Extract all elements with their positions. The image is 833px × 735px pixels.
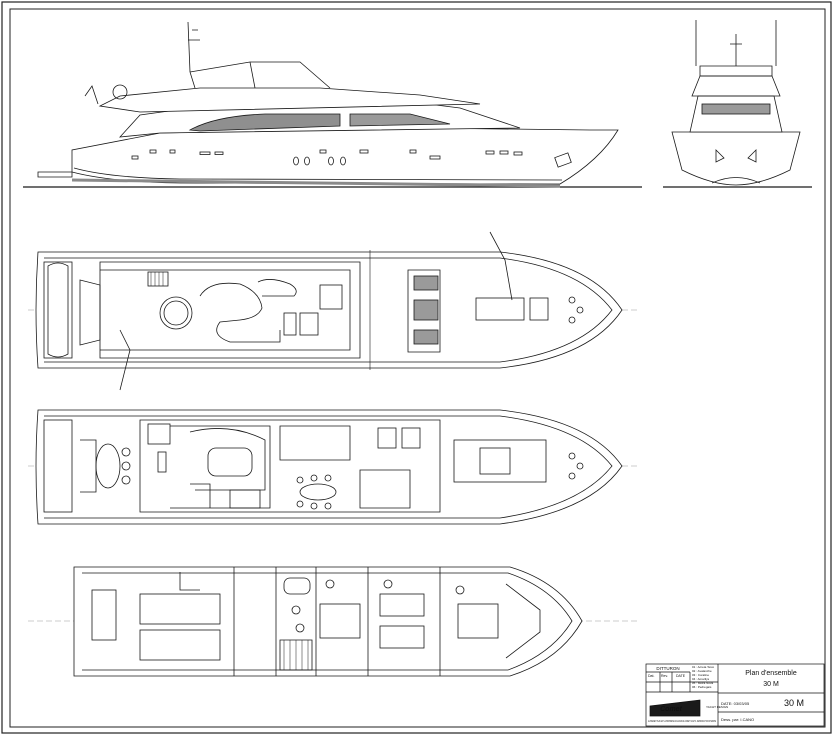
front-hull bbox=[671, 131, 801, 186]
title-block-revision-3: 03 : Coraline bbox=[692, 673, 709, 677]
title-block-revision-2: 02 : Avalanche bbox=[692, 669, 712, 673]
title-block-date: DATE: 03/03/05 bbox=[721, 701, 750, 706]
main-deck-plan bbox=[28, 409, 640, 525]
profile-main-windows bbox=[188, 113, 341, 132]
lower-deck-plan bbox=[28, 566, 640, 677]
profile-radome bbox=[112, 84, 128, 100]
inner-border bbox=[9, 8, 826, 728]
main-deck-foredeck-pad bbox=[453, 439, 547, 483]
title-block-header-dat: Dat. bbox=[648, 674, 654, 678]
main-deck-sofa bbox=[189, 428, 266, 491]
title-block-size: 30 M bbox=[784, 698, 804, 708]
main-deck-aft-stair bbox=[147, 423, 171, 445]
front-flybridge bbox=[691, 75, 781, 97]
profile-ensign bbox=[84, 85, 99, 105]
profile-portholes bbox=[131, 149, 523, 166]
flybridge-jacuzzi bbox=[159, 296, 193, 330]
profile-hull bbox=[71, 127, 619, 185]
title-block-logo-sub: YACHT DESIGN bbox=[706, 705, 728, 709]
main-deck-stair bbox=[359, 469, 411, 509]
lower-deck-twin-berth-1 bbox=[379, 593, 425, 617]
profile-main-windows-fwd bbox=[349, 113, 451, 127]
title-block-revision-6: 06 : Pedregais bbox=[692, 685, 712, 689]
profile-waterline bbox=[71, 178, 561, 188]
flybridge-foredeck-pad bbox=[475, 297, 525, 321]
lower-deck-bathtub bbox=[283, 577, 311, 595]
title-block-header-rev: Rev. bbox=[661, 674, 668, 678]
main-deck-swim-platform bbox=[43, 419, 73, 513]
comet-logo-mark bbox=[649, 699, 701, 717]
lower-deck-twin-berth-2 bbox=[379, 625, 425, 649]
title-block-header-date: DATE bbox=[676, 674, 686, 678]
main-deck-dining-table bbox=[299, 483, 337, 501]
title-block-revision-1: 01 : Acreta Teixo bbox=[692, 665, 714, 669]
title-block-revision-5: 05 : Moira Nova bbox=[692, 681, 714, 685]
profile-hardtop bbox=[189, 61, 331, 89]
flybridge-settee bbox=[199, 282, 281, 343]
drawing-subtitle: 30 M bbox=[763, 681, 779, 688]
title-block-revision-4: 04 : Amarilys bbox=[692, 677, 710, 681]
main-deck-hull-outline bbox=[35, 409, 623, 525]
profile-anchor-pocket bbox=[554, 152, 572, 168]
side-profile-view bbox=[23, 21, 642, 188]
main-deck-galley bbox=[279, 425, 351, 461]
title-block: DITTURON Dat. Rev. DATE 01 : Acreta Teix… bbox=[645, 663, 825, 727]
flybridge-stair bbox=[147, 271, 169, 287]
lower-deck-guest-berth bbox=[139, 629, 221, 661]
lower-deck-vip-berth bbox=[319, 603, 361, 639]
title-block-supplier: DITTURON bbox=[656, 666, 679, 671]
lower-deck-crew-cabin bbox=[91, 589, 117, 641]
title-block-designer: Dess. par: I.CANO bbox=[721, 717, 754, 722]
flybridge-tender bbox=[43, 261, 73, 359]
title-block-logo: Comet bbox=[660, 706, 682, 713]
profile-swim-platform bbox=[37, 171, 73, 178]
front-windows bbox=[701, 103, 771, 115]
lower-deck-master-berth bbox=[139, 593, 221, 625]
lower-deck-fwd-berth bbox=[457, 603, 499, 639]
front-view bbox=[663, 20, 812, 188]
flybridge-hull-outline bbox=[35, 251, 623, 369]
front-mast bbox=[730, 34, 742, 66]
profile-mast bbox=[187, 21, 200, 73]
flybridge-davit bbox=[489, 231, 513, 301]
flybridge-helm bbox=[319, 284, 343, 310]
flybridge-windscreen bbox=[407, 269, 441, 353]
main-deck-coffee-table bbox=[207, 447, 253, 477]
profile-flybridge bbox=[98, 87, 481, 113]
front-anchor-left bbox=[715, 149, 725, 163]
profile-hull-boottop bbox=[73, 167, 563, 181]
drawing-title: Plan d'ensemble bbox=[745, 670, 797, 677]
title-block-disclaimer: LE PRESENT PLAN EST LA PROPRIETE EXCLUSI… bbox=[648, 719, 716, 723]
front-anchor-right bbox=[747, 149, 757, 163]
flybridge-deck-plan bbox=[28, 231, 640, 391]
main-deck-saloon-walls bbox=[139, 419, 441, 513]
